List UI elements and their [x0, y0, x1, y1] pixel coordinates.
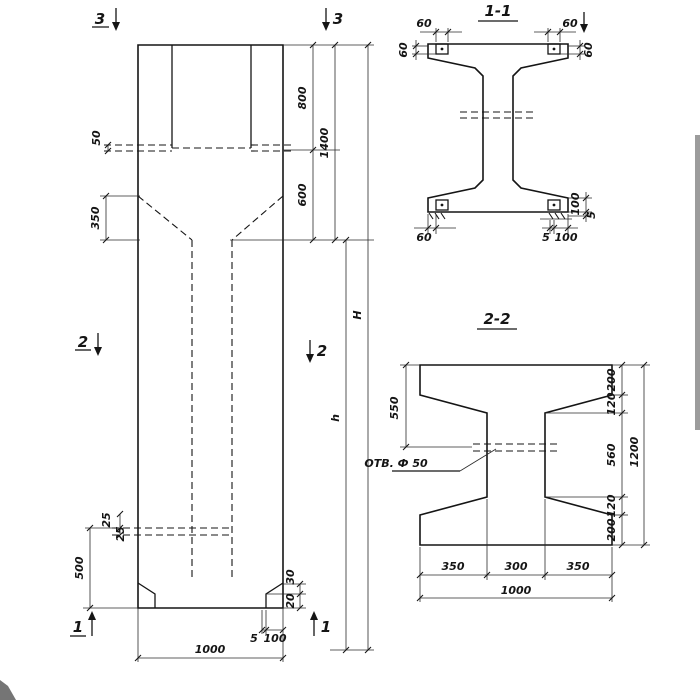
dim-60-right: 60 — [582, 42, 595, 58]
dimension-lines — [86, 41, 372, 662]
dim-300: 300 — [505, 560, 528, 573]
section-marker-2-left: 2 — [75, 333, 102, 356]
hidden-hole-lines — [473, 443, 557, 452]
dim-60-top-right: 60 — [562, 17, 578, 30]
marker-2-left-label: 2 — [78, 333, 88, 351]
dim-800: 800 — [296, 86, 309, 109]
dim-120-top: 120 — [605, 392, 618, 415]
dim-60-left: 60 — [397, 42, 410, 58]
dim-350-right: 350 — [567, 560, 590, 573]
hidden-hole-lines — [460, 111, 536, 119]
dimension-lines — [402, 361, 648, 602]
dim-taper-350: 350 — [89, 206, 102, 229]
hole-label: ОТВ. Ф 50 — [364, 457, 428, 470]
dim-20: 20 — [284, 593, 297, 609]
i-section-outline — [419, 364, 613, 546]
dim-arrow-down-icon — [580, 24, 588, 33]
dim-25b: 25 — [114, 526, 127, 542]
section-1-1-title: 1-1 — [484, 2, 511, 20]
section-2-2-view: 2-2 ОТВ. Ф 50 — [364, 310, 650, 602]
dim-60-top-left: 60 — [416, 17, 432, 30]
dim-350-left: 350 — [442, 560, 465, 573]
section-arrow-up-icon — [310, 611, 318, 620]
hidden-web-lines — [112, 195, 284, 578]
scan-artifact-right-edge — [695, 135, 700, 430]
i-section-outline — [427, 43, 569, 213]
dim-5: 5 — [250, 632, 258, 645]
section-marker-1-right: 1 — [310, 611, 331, 636]
section-marker-2-right: 2 — [306, 340, 327, 363]
dim-5-right: 5 — [585, 211, 598, 219]
dim-1200: 1200 — [628, 436, 641, 467]
hole-callout: ОТВ. Ф 50 — [364, 448, 497, 472]
section-marker-3-right: 3 — [322, 8, 343, 31]
column-foot-right — [265, 582, 284, 608]
dim-100-right: 100 — [569, 192, 582, 215]
scan-artifact-corner — [0, 680, 16, 700]
section-marker-1-left: 1 — [70, 611, 96, 637]
section-arrow-down-icon — [94, 347, 102, 356]
marker-3-left-label: 3 — [95, 10, 105, 28]
dim-500: 500 — [73, 556, 86, 579]
dim-100-bottom: 100 — [555, 231, 578, 244]
dim-560: 560 — [605, 443, 618, 466]
marker-1-right-label: 1 — [321, 618, 331, 636]
dim-25a: 25 — [100, 512, 113, 528]
dim-120-bottom: 120 — [605, 494, 618, 517]
dim-flange-50: 50 — [90, 130, 103, 146]
extension-lines — [412, 28, 592, 234]
section-1-1-view: 1-1 — [397, 2, 598, 244]
dim-1000-bottom: 1000 — [501, 584, 532, 597]
hidden-flange-lines — [104, 144, 295, 152]
column-foot-left — [137, 582, 156, 608]
section-2-2-title: 2-2 — [483, 310, 510, 328]
dim-100: 100 — [264, 632, 287, 645]
section-arrow-down-icon — [112, 22, 120, 31]
marker-3-right-label: 3 — [333, 10, 343, 28]
dim-60-bottom-left: 60 — [416, 231, 432, 244]
section-arrow-up-icon — [88, 611, 96, 620]
marker-1-left-label: 1 — [73, 618, 83, 636]
dim-200-top: 200 — [605, 368, 618, 391]
dim-1400: 1400 — [318, 127, 331, 158]
section-arrow-down-icon — [306, 354, 314, 363]
anchor-plates — [428, 43, 572, 220]
dim-600: 600 — [296, 183, 309, 206]
section-arrow-down-icon — [322, 22, 330, 31]
elevation-view: 50 350 25 25 500 800 600 1400 h H 30 20 … — [70, 8, 374, 662]
dim-H: H — [351, 310, 364, 319]
dim-1000: 1000 — [195, 643, 226, 656]
dim-550-left: 550 — [388, 396, 401, 419]
dim-30: 30 — [284, 569, 297, 585]
dim-h: h — [329, 414, 342, 422]
dim-5-bottom: 5 — [542, 231, 550, 244]
dim-200-bottom: 200 — [605, 518, 618, 541]
column-outline — [137, 44, 284, 609]
dimension-lines — [412, 12, 590, 232]
marker-2-right-label: 2 — [317, 342, 327, 360]
section-marker-3-left: 3 — [92, 8, 120, 31]
